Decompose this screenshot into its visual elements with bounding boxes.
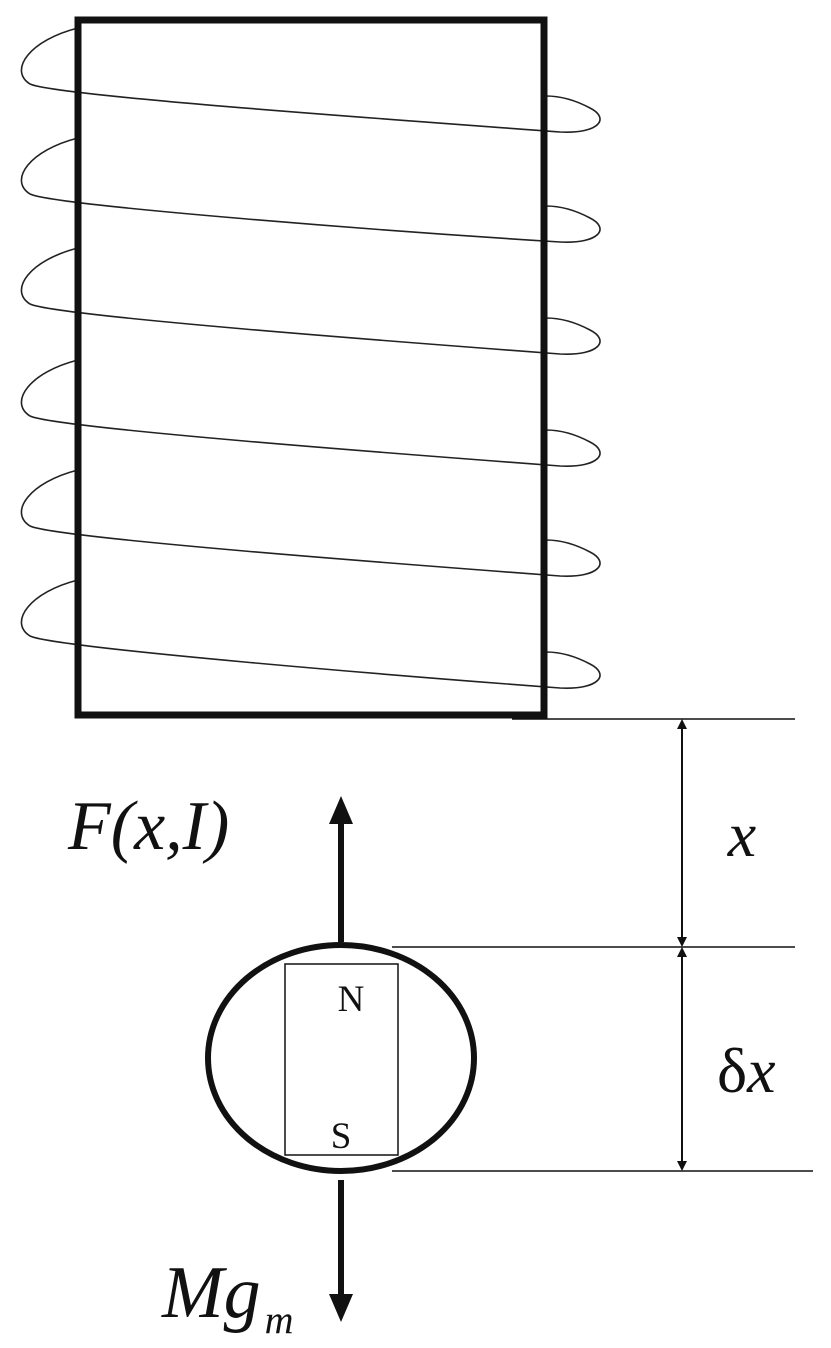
weight-label-base: Mg [161, 1252, 261, 1334]
coil-turn-6 [20, 579, 601, 689]
coil-turn-5 [20, 469, 601, 577]
weight-arrow-down-head [329, 1294, 353, 1322]
south-pole-label: S [331, 1116, 352, 1157]
delta-label: δx [717, 1035, 776, 1106]
bar-magnet [284, 963, 399, 1156]
delta-symbol: δ [717, 1035, 747, 1106]
magnet-body [205, 942, 477, 1174]
coil-turn-1 [20, 27, 601, 133]
coil-turn-4 [20, 359, 601, 467]
coil-windings [20, 27, 601, 689]
force-label: F(x,I) [67, 788, 229, 865]
gap-label: x [727, 799, 756, 870]
delta-variable: x [746, 1035, 775, 1106]
north-pole-label: N [338, 979, 365, 1020]
coil-turn-3 [20, 247, 601, 355]
coil-turn-2 [20, 137, 601, 243]
weight-label-subscript: m [265, 1297, 294, 1342]
force-arrow-up-head [329, 796, 353, 824]
solenoid-core [74, 16, 548, 719]
